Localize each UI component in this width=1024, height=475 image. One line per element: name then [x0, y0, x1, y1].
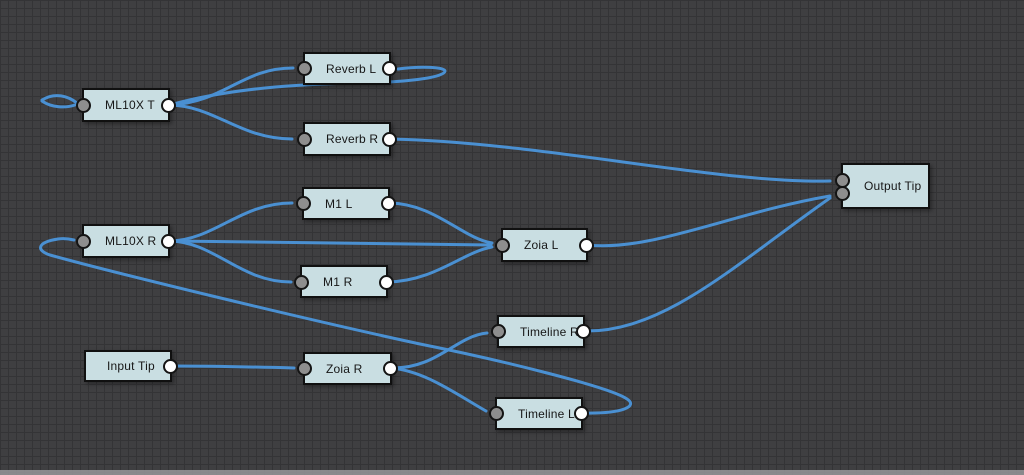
connection-wire-timeline_r-to-output_tip[interactable]: [583, 196, 832, 333]
input-port[interactable]: [495, 238, 510, 253]
connection-wire-loose_left-to-ml10x_t[interactable]: [40, 94, 79, 105]
node-label: Output Tip: [864, 179, 922, 193]
node-label: Reverb L: [326, 61, 377, 76]
connection-wire-ml10x_t-to-reverb_r[interactable]: [168, 103, 294, 141]
input-port[interactable]: [491, 324, 506, 339]
connection-wire-ml10x_r-to-m1_l[interactable]: [168, 201, 294, 243]
connection-wire-zoia_r-to-timeline_l[interactable]: [389, 366, 488, 413]
output-port[interactable]: [576, 324, 591, 339]
output-port[interactable]: [381, 196, 396, 211]
node-timeline-l[interactable]: Timeline L: [489, 397, 589, 430]
node-label: Timeline R: [520, 324, 579, 339]
connection-wire-ml10x_t-to-reverb_l[interactable]: [168, 66, 295, 107]
input-port[interactable]: [76, 234, 91, 249]
connection-wire-reverb_r-to-output_tip[interactable]: [388, 137, 832, 183]
connection-wire-m1_r-to-zoia_l[interactable]: [386, 245, 494, 284]
node-zoia-r[interactable]: Zoia R: [297, 352, 398, 385]
output-port[interactable]: [161, 98, 176, 113]
input-port[interactable]: [297, 61, 312, 76]
node-input-tip[interactable]: Input Tip: [84, 350, 178, 382]
output-port[interactable]: [163, 359, 178, 374]
connection-wire-zoia_r-to-timeline_r[interactable]: [389, 331, 489, 370]
node-label: M1 R: [323, 274, 353, 289]
connection-wire-loose_left-to-ml10x_t[interactable]: [40, 99, 77, 109]
input-port[interactable]: [297, 361, 312, 376]
input-port[interactable]: [297, 132, 312, 147]
connection-wire-m1_l-to-zoia_l[interactable]: [388, 201, 494, 245]
connection-wire-ml10x_r-to-m1_r[interactable]: [168, 239, 293, 284]
node-label: M1 L: [325, 196, 353, 211]
node-label: ML10X T: [105, 98, 155, 112]
connection-wire-zoia_l-to-output_tip[interactable]: [586, 194, 832, 248]
node-ml10x-r[interactable]: ML10X R: [76, 224, 176, 258]
horizontal-scrollbar[interactable]: [0, 470, 1024, 475]
output-port[interactable]: [161, 234, 176, 249]
node-output-tip[interactable]: Output Tip: [835, 163, 930, 209]
input-port[interactable]: [76, 98, 91, 113]
node-reverb-r[interactable]: Reverb R: [297, 122, 397, 156]
node-label: Zoia L: [524, 238, 559, 252]
connection-wire-input_tip-to-zoia_r[interactable]: [170, 364, 296, 370]
node-reverb-l[interactable]: Reverb L: [297, 52, 397, 85]
output-port[interactable]: [382, 61, 397, 76]
connection-wire-ml10x_r-to-zoia_l[interactable]: [168, 239, 493, 247]
node-label: Input Tip: [107, 359, 155, 373]
connection-wire-timeline_l-to-ml10x_r[interactable]: [39, 237, 633, 415]
input-port[interactable]: [294, 275, 309, 290]
input-port[interactable]: [296, 196, 311, 211]
node-timeline-r[interactable]: Timeline R: [491, 315, 591, 348]
node-m1-r[interactable]: M1 R: [294, 265, 394, 298]
output-port[interactable]: [579, 238, 594, 253]
node-label: Reverb R: [326, 132, 379, 146]
output-port[interactable]: [379, 275, 394, 290]
node-ml10x-t[interactable]: ML10X T: [76, 88, 176, 122]
output-port[interactable]: [382, 132, 397, 147]
node-label: ML10X R: [105, 234, 157, 248]
input-port[interactable]: [835, 186, 850, 201]
node-zoia-l[interactable]: Zoia L: [495, 228, 594, 262]
output-port[interactable]: [383, 361, 398, 376]
node-m1-l[interactable]: M1 L: [296, 187, 396, 220]
node-label: Zoia R: [326, 361, 363, 376]
input-port[interactable]: [489, 406, 504, 421]
node-label: Timeline L: [518, 406, 575, 421]
output-port[interactable]: [574, 406, 589, 421]
